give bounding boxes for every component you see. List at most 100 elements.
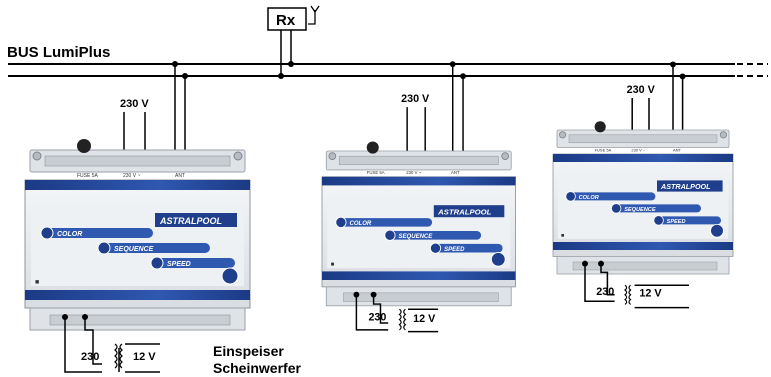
transformer-secondary-label: 12 V	[413, 313, 436, 325]
speed-button-label: SPEED	[667, 219, 686, 225]
sequence-button-label: SEQUENCE	[624, 207, 656, 213]
sequence-button-label: SEQUENCE	[399, 234, 434, 240]
color-button	[335, 216, 347, 228]
transformer-primary-label: 230	[81, 351, 99, 363]
transformer-coil-icon	[398, 308, 407, 331]
output-wiring	[584, 263, 690, 309]
blue-band-top	[25, 180, 250, 190]
supply-label: 230 V	[120, 98, 149, 110]
sequence-button-bar	[613, 204, 701, 213]
terminal-strip-bottom	[49, 314, 231, 326]
speed-button-bar	[655, 216, 721, 225]
led-indicator-icon: ■	[561, 233, 565, 239]
fuse-label: FUSE 5A	[367, 170, 385, 175]
sequence-button-label: SEQUENCE	[114, 246, 154, 253]
screw-icon	[328, 152, 337, 161]
screw-icon	[719, 131, 728, 139]
terminal-dot	[62, 314, 68, 320]
screw-icon	[233, 151, 243, 161]
blue-band-top	[553, 154, 733, 162]
output-wiring	[355, 294, 439, 333]
led-indicator-icon: ■	[35, 279, 39, 286]
speed-button	[653, 215, 664, 226]
junction-dot	[182, 73, 188, 79]
screw-icon	[559, 131, 567, 139]
speed-button	[150, 256, 164, 270]
output-wiring	[64, 317, 160, 373]
power-button	[490, 252, 506, 267]
junction-dot	[449, 61, 456, 68]
junction-dot	[679, 73, 686, 80]
color-button-label: COLOR	[350, 221, 372, 227]
knob-icon	[594, 121, 606, 133]
terminal-strip-bottom	[343, 292, 499, 302]
color-button-label: COLOR	[579, 195, 599, 201]
transformer-primary-label: 230	[368, 311, 386, 323]
color-button-label: COLOR	[57, 231, 82, 238]
color-button-bar	[43, 228, 153, 238]
sequence-button-bar	[100, 243, 210, 253]
brand-badge	[657, 180, 723, 192]
terminal-dot	[370, 291, 377, 298]
knob-icon	[366, 141, 379, 154]
speed-button	[429, 242, 442, 254]
receiver: Rx	[267, 5, 320, 79]
terminal-dot	[598, 260, 604, 267]
fuse-label: FUSE 5A	[595, 148, 612, 153]
speed-button-bar	[153, 258, 235, 268]
blue-band-bottom	[322, 271, 516, 280]
transformer-coil-icon	[114, 343, 123, 369]
bus-lines	[8, 63, 768, 77]
terminal-230-label: 230 V ~	[406, 170, 421, 175]
speed-button-label: SPEED	[444, 247, 465, 253]
blue-band-bottom	[25, 290, 250, 300]
transformer-secondary-label: 12 V	[133, 351, 156, 363]
brand-badge	[155, 213, 237, 227]
bus-label: BUS LumiPlus	[7, 44, 110, 61]
supply-label: 230 V	[627, 84, 656, 96]
sequence-button	[611, 203, 622, 214]
caption-line-2: Scheinwerfer	[213, 360, 301, 376]
controller-module: 230 V FUSE 5A 230 V ~ ANT ASTRALPOOL COL…	[321, 61, 516, 333]
screw-icon	[501, 152, 510, 161]
sequence-button	[384, 229, 396, 241]
terminal-dot	[582, 260, 588, 267]
sequence-button	[97, 241, 111, 255]
terminal-strip-top	[568, 134, 718, 144]
junction-dot	[670, 61, 676, 68]
terminal-ant-label: ANT	[451, 170, 460, 175]
terminal-strip-top	[44, 155, 231, 167]
transformer-coil-icon	[624, 284, 632, 305]
terminal-230-label: 230 V ~	[123, 173, 140, 179]
speed-button-label: SPEED	[167, 261, 191, 268]
terminal-230-label: 230 V ~	[631, 148, 646, 153]
screw-icon	[32, 151, 42, 161]
junction-dot	[172, 61, 178, 67]
junction-dot	[460, 73, 466, 80]
transformer-primary-label: 230	[596, 286, 614, 298]
junction-dot	[288, 61, 294, 67]
color-button-bar	[337, 218, 433, 227]
controller-module: 230 V FUSE 5A 230 V ~ ANT ASTRALPOOL COL…	[24, 61, 251, 373]
led-indicator-icon: ■	[331, 262, 335, 268]
sequence-button-bar	[386, 230, 482, 240]
knob-icon	[77, 139, 91, 153]
terminal-strip-top	[338, 155, 499, 166]
color-button	[40, 226, 54, 240]
antenna-icon	[308, 5, 320, 25]
power-button	[710, 224, 724, 238]
terminal-strip-bottom	[572, 261, 718, 271]
caption-line-1: Einspeiser	[213, 343, 284, 359]
terminal-dot	[82, 314, 88, 320]
controller-module: 230 V FUSE 5A 230 V ~ ANT ASTRALPOOL COL…	[552, 61, 734, 309]
speed-button-bar	[432, 243, 503, 253]
brand-badge	[433, 205, 505, 218]
color-button	[565, 191, 576, 202]
receiver-box	[267, 7, 307, 31]
terminal-ant-label: ANT	[673, 148, 682, 153]
junction-dot	[278, 73, 284, 79]
terminal-dot	[353, 291, 360, 298]
terminal-ant-label: ANT	[175, 173, 185, 179]
blue-band-top	[322, 176, 516, 186]
